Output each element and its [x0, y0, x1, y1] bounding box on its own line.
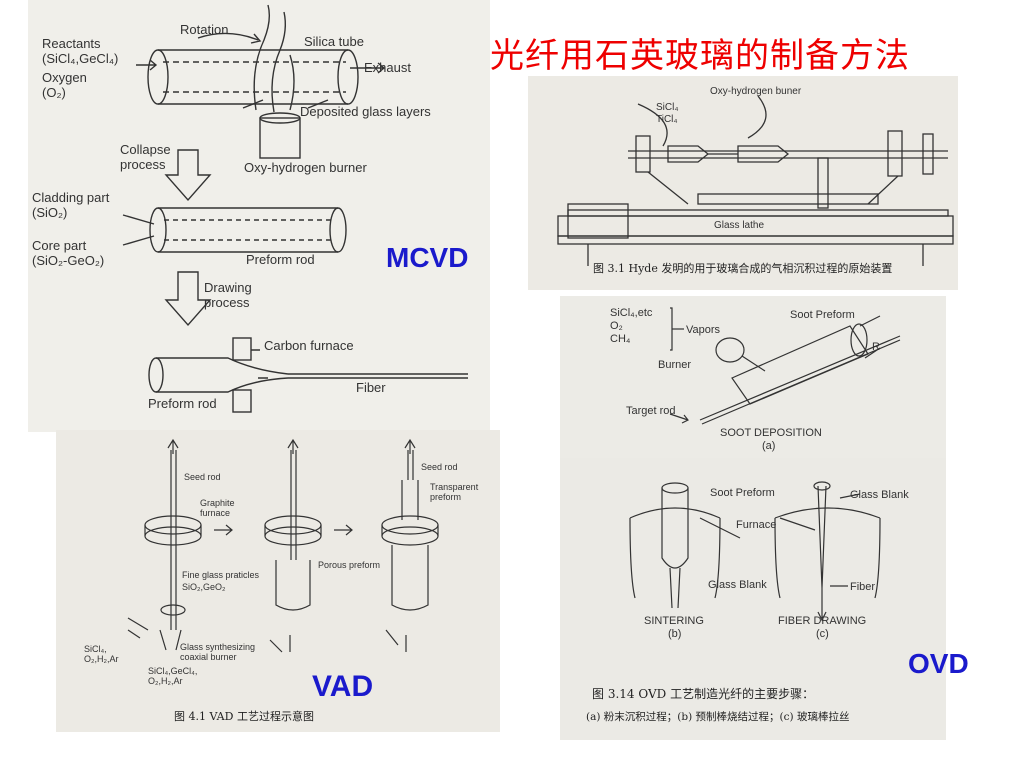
hyde-apparatus-figure: Oxy-hydrogen buner SiCl₄ TiCl₄ Glass lat…: [528, 76, 958, 290]
ovd-b-label-b: (b): [668, 628, 681, 640]
mcvd-exhaust: Exhaust: [364, 60, 411, 75]
mcvd-cladding: Cladding part: [32, 190, 110, 205]
mcvd-diagram: Reactants (SiCl₄,GeCl₄) Oxygen (O₂) Rota…: [28, 0, 490, 432]
ovd-vapors: Vapors: [686, 324, 721, 336]
mcvd-reactants: Reactants: [42, 36, 101, 51]
mcvd-collapse-2: process: [120, 157, 166, 172]
mcvd-drawing-2: process: [204, 295, 250, 310]
mcvd-cladding-formula: (SiO₂): [32, 205, 67, 220]
vad-transparent-2: preform: [430, 492, 461, 502]
vad-gases-2a: SiCl₄,GeCl₄,: [148, 666, 197, 676]
hyde-sicl4: SiCl₄: [656, 102, 678, 113]
hyde-drawing: Oxy-hydrogen buner SiCl₄ TiCl₄ Glass lat…: [557, 86, 954, 275]
ovd-burner: Burner: [658, 359, 691, 371]
ovd-b-furnace: Furnace: [736, 519, 776, 531]
ovd-b-fiber: Fiber: [850, 581, 875, 593]
ovd-b-glass-blank-2: Glass Blank: [708, 579, 767, 591]
ovd-bottom-drawing: Soot Preform Glass Blank Furnace Glass B…: [586, 481, 909, 723]
ovd-target-rod: Target rod: [626, 405, 676, 417]
ovd-vapors-3: CH₄: [610, 333, 631, 345]
mcvd-core: Core part: [32, 238, 87, 253]
ovd-b-sintering: SINTERING: [644, 615, 704, 627]
hyde-caption: 图 3.1 Hyde 发明的用于玻璃合成的气相沉积过程的原始装置: [593, 261, 892, 275]
mcvd-method-label: MCVD: [386, 242, 469, 273]
vad-diagram: Seed rod Graphite furnace Seed rod Trans…: [56, 430, 500, 732]
ovd-top-drawing: SiCl₄,etc O₂ CH₄ Vapors Soot Preform R B…: [610, 307, 901, 452]
vad-drawing: Seed rod Graphite furnace Seed rod Trans…: [84, 438, 479, 723]
vad-transparent-1: Transparent: [430, 482, 479, 492]
vad-porous: Porous preform: [318, 560, 380, 570]
vad-method-label: VAD: [312, 670, 374, 703]
mcvd-collapse-1: Collapse: [120, 142, 171, 157]
vad-gases-2b: O₂,H₂,Ar: [148, 676, 183, 686]
ovd-soot-preform: Soot Preform: [790, 309, 855, 321]
vad-caption: 图 4.1 VAD 工艺过程示意图: [174, 709, 314, 723]
vad-synth-1: Glass synthesizing: [180, 642, 255, 652]
mcvd-drawing-1: Drawing: [204, 280, 252, 295]
mcvd-preform-rod-2: Preform rod: [148, 396, 217, 411]
page-title: 光纤用石英玻璃的制备方法: [490, 36, 910, 76]
mcvd-oxygen: Oxygen: [42, 70, 87, 85]
mcvd-burner: Oxy-hydrogen burner: [244, 160, 368, 175]
ovd-b-label-c: (c): [816, 628, 829, 640]
ovd-method-label: OVD: [908, 648, 969, 679]
ovd-b-glass-blank: Glass Blank: [850, 489, 909, 501]
ovd-caption-1: 图 3.14 OVD 工艺制造光纤的主要步骤：: [592, 686, 814, 701]
vad-graphite-2: furnace: [200, 508, 230, 518]
vad-seed-rod-2: Seed rod: [421, 462, 458, 472]
ovd-r: R: [872, 341, 880, 353]
mcvd-silica-tube: Silica tube: [304, 34, 364, 49]
vad-gases-1a: SiCl₄,: [84, 644, 107, 654]
vad-synth-2: coaxial burner: [180, 652, 237, 662]
hyde-ticl4: TiCl₄: [656, 114, 677, 125]
hyde-burner-label: Oxy-hydrogen buner: [710, 86, 802, 97]
mcvd-reactants-formula: (SiCl₄,GeCl₄): [42, 51, 118, 66]
ovd-vapors-2: O₂: [610, 320, 623, 332]
vad-fine-2: SiO₂,GeO₂: [182, 582, 226, 592]
mcvd-deposited: Deposited glass layers: [300, 104, 431, 119]
mcvd-preform-rod: Preform rod: [246, 252, 315, 267]
ovd-deposition: SOOT DEPOSITION: [720, 427, 822, 439]
vad-seed-rod: Seed rod: [184, 472, 221, 482]
ovd-soot-deposition: SiCl₄,etc O₂ CH₄ Vapors Soot Preform R B…: [560, 296, 946, 458]
mcvd-fiber: Fiber: [356, 380, 386, 395]
mcvd-drawing: Reactants (SiCl₄,GeCl₄) Oxygen (O₂) Rota…: [32, 4, 468, 413]
ovd-b-fiber-drawing: FIBER DRAWING: [778, 615, 866, 627]
mcvd-oxygen-formula: (O₂): [42, 85, 66, 100]
mcvd-core-formula: (SiO₂-GeO₂): [32, 253, 104, 268]
ovd-vapors-1: SiCl₄,etc: [610, 307, 653, 319]
vad-fine-1: Fine glass praticles: [182, 570, 260, 580]
ovd-b-soot-preform: Soot Preform: [710, 487, 775, 499]
ovd-a: (a): [762, 440, 775, 452]
hyde-lathe: Glass lathe: [714, 220, 764, 231]
ovd-sintering-drawing: Soot Preform Glass Blank Furnace Glass B…: [560, 458, 946, 740]
mcvd-rotation: Rotation: [180, 22, 228, 37]
vad-graphite-1: Graphite: [200, 498, 235, 508]
vad-gases-1b: O₂,H₂,Ar: [84, 654, 119, 664]
mcvd-carbon-furnace: Carbon furnace: [264, 338, 354, 353]
ovd-caption-2: (a) 粉末沉积过程；(b) 预制棒烧结过程；(c) 玻璃棒拉丝: [586, 710, 849, 723]
